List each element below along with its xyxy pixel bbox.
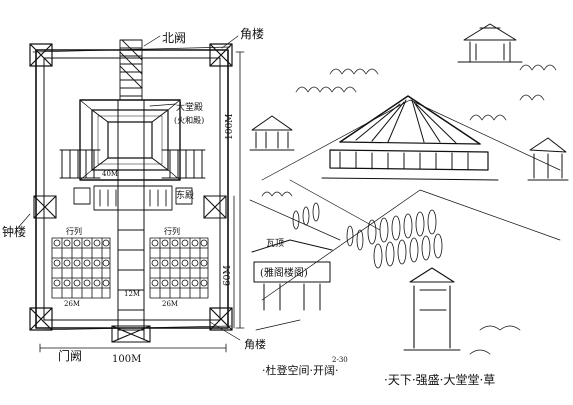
lower-right-tower bbox=[403, 267, 461, 351]
gate-pavilion bbox=[251, 239, 333, 311]
south-gate-plan bbox=[111, 325, 151, 343]
dim-100m-horizontal: 100M bbox=[112, 354, 141, 365]
main-hall-plan bbox=[79, 99, 181, 181]
ground-lines bbox=[249, 99, 561, 301]
south-gate-label: 门阙 bbox=[58, 348, 82, 363]
dim-60m: 60M bbox=[223, 265, 233, 286]
far-pavilion bbox=[457, 23, 523, 63]
main-hall-perspective bbox=[321, 95, 499, 181]
dim-40m: 40M bbox=[102, 170, 118, 178]
east-array-label: 行列 bbox=[164, 226, 180, 236]
dim-26m-b: 26M bbox=[162, 300, 178, 308]
dim-100m-vertical: 100M bbox=[225, 114, 235, 140]
figure-rows bbox=[292, 202, 443, 269]
leader-lines bbox=[15, 35, 241, 341]
left-pavilion bbox=[249, 115, 295, 151]
perspective-banner-label: (雅阁楼阁) bbox=[260, 266, 308, 279]
dim-26m-a: 26M bbox=[64, 300, 80, 308]
site-plan bbox=[15, 35, 245, 353]
central-axis-plan bbox=[59, 99, 206, 341]
east-hall-label: 东殿 bbox=[176, 189, 194, 201]
corner-tower-ne-label: 角楼 bbox=[240, 26, 264, 41]
bell-tower-label: 钟楼 bbox=[2, 224, 26, 239]
small-note: 2-30 bbox=[332, 356, 348, 364]
colonnade-plan bbox=[73, 185, 193, 211]
mid-tower-plans bbox=[33, 195, 227, 219]
labels: 北阙 角楼 大堂殿 (火和殿) 100M 60M 40M 12M 26M 26M… bbox=[2, 26, 495, 387]
west-array-label: 行列 bbox=[66, 226, 82, 236]
main-hall-label: 大堂殿 bbox=[176, 101, 203, 113]
caption-left: ·杜登空间·开阔· bbox=[262, 363, 339, 377]
right-tower bbox=[527, 137, 569, 181]
perspective-view bbox=[249, 23, 569, 355]
corner-tower-plans bbox=[29, 43, 233, 331]
main-hall-sub-label: (火和殿) bbox=[174, 116, 204, 125]
tree-lines bbox=[261, 64, 557, 197]
dimension-lines bbox=[39, 51, 245, 353]
east-array-plan bbox=[149, 237, 209, 299]
north-gate-label: 北阙 bbox=[162, 31, 186, 45]
dim-12m: 12M bbox=[124, 290, 140, 298]
caption-right: ·天下·强盛·大堂堂·草 bbox=[384, 372, 495, 387]
corner-tower-sw-label: 角楼 bbox=[244, 337, 266, 351]
west-array-plan bbox=[51, 237, 111, 299]
perspective-top-label: 瓦顶 bbox=[266, 238, 284, 249]
foreground-strokes bbox=[255, 319, 521, 355]
